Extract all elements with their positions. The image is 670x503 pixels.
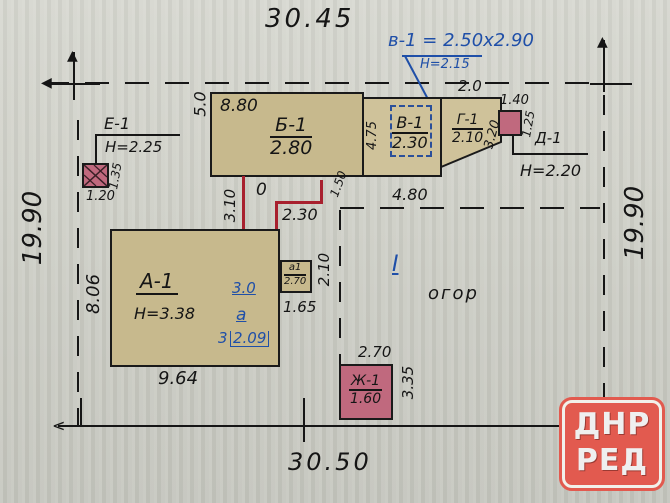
- d1-label: Д-1: [535, 129, 562, 147]
- v1-blue-outline: [390, 105, 432, 157]
- a1-depth: 8.06: [83, 273, 105, 315]
- a-note-mid: а: [236, 305, 247, 325]
- e1-label: Е-1: [104, 114, 131, 133]
- b1-depth: 5.0: [190, 91, 210, 117]
- a1-height: Н=3.38: [134, 304, 196, 323]
- plot-boundary-right: [603, 95, 605, 425]
- plot-boundary-left: [77, 120, 79, 425]
- a-note-prefix: 3: [218, 329, 228, 347]
- b-v-bottom-dim: 4.80: [392, 185, 428, 204]
- e1-leader-h: [95, 134, 180, 136]
- annex-depth: 2.10: [315, 252, 334, 287]
- inner-boundary: [340, 207, 600, 209]
- blue-annotation: в-1 = 2.50х2.90: [388, 30, 534, 51]
- d1-height: Н=2.20: [520, 161, 582, 180]
- d1-leader-h: [512, 153, 588, 155]
- e1-depth: 1.35: [106, 161, 125, 191]
- dim-bottom-width: 30.50: [288, 448, 372, 476]
- yard-label: огор: [428, 283, 479, 304]
- blue-annotation-height: Н=2.15: [420, 57, 470, 72]
- porch-left: 3.10: [221, 188, 240, 223]
- arrow-left-bottom-icon: <: [52, 416, 66, 435]
- plot-boundary-top: [45, 82, 605, 84]
- a1-width: 9.64: [158, 368, 199, 389]
- porch-width: 2.30: [282, 205, 318, 224]
- zh1-depth: 3.35: [399, 365, 418, 400]
- building-e1[interactable]: [82, 163, 109, 188]
- dim-top-width: 30.45: [265, 4, 355, 34]
- bottom-tick: [303, 398, 305, 442]
- watermark-line2: РЕД: [575, 443, 649, 478]
- dim-right-depth: 19.90: [620, 185, 651, 261]
- e1-height: Н=2.25: [105, 138, 163, 156]
- plot-boundary-bottom: [58, 425, 598, 427]
- yard-number: I: [392, 252, 399, 277]
- zh1-width: 2.70: [358, 343, 392, 361]
- e1-width: 1.20: [86, 189, 115, 204]
- a-note-top: 3.0: [232, 279, 256, 297]
- d1-width: 1.40: [500, 93, 529, 108]
- watermark-logo: ДНР РЕД: [559, 397, 665, 491]
- e1-leader-v: [95, 134, 97, 164]
- porch-label: 0: [256, 180, 267, 200]
- north-arrow-right-icon: ▲: [590, 30, 635, 92]
- a1-label: А-1: [136, 269, 178, 295]
- g1-width: 2.0: [458, 77, 482, 95]
- dim-left-depth: 19.90: [18, 190, 49, 266]
- north-arrow-left-icon: ▲ ◀: [41, 48, 100, 102]
- building-d1[interactable]: [498, 110, 522, 136]
- inner-boundary-vertical: [339, 210, 341, 425]
- a-note-bottom: 2.09: [230, 331, 270, 347]
- building-a1[interactable]: А-1 Н=3.38 3.0 а 3 2.09: [110, 229, 280, 367]
- d1-leader: [512, 136, 514, 154]
- v1-depth: 4.75: [364, 121, 380, 150]
- b1-width: 8.80: [220, 96, 258, 116]
- watermark-line1: ДНР: [573, 407, 651, 442]
- annex-width: 1.65: [283, 298, 317, 316]
- blue-annotation-leader: [402, 55, 482, 57]
- bottom-tick-left: [80, 398, 82, 426]
- porch[interactable]: 0: [242, 176, 324, 230]
